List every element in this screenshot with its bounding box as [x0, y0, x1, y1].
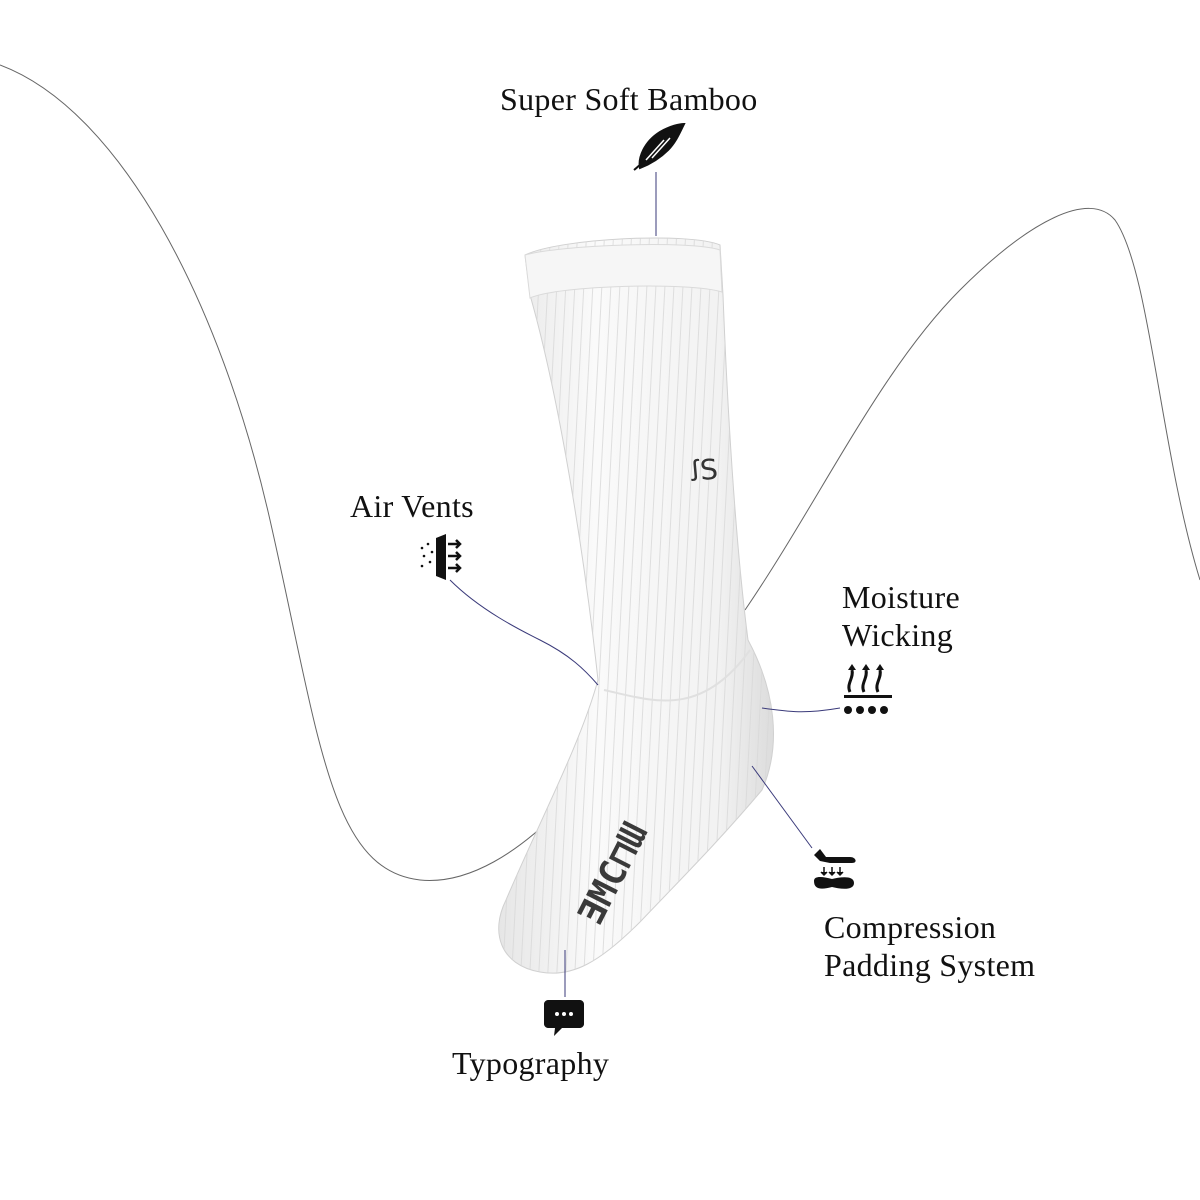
callout-line-air-vents — [449, 579, 599, 686]
feature-label-compression: Compression Padding System — [824, 908, 1035, 984]
feather-icon — [633, 122, 686, 171]
feature-label-moisture: Moisture Wicking — [842, 578, 960, 654]
background-curve-right — [744, 207, 1200, 611]
callout-line-compression — [751, 765, 813, 849]
compression-pad-icon — [814, 849, 856, 889]
air-vent-icon — [420, 534, 462, 580]
feature-label-typography: Typography — [452, 1045, 610, 1081]
feature-label-bamboo: Super Soft Bamboo — [500, 81, 758, 117]
sock-image: ꭍS ƎMC⊓Ɯ — [498, 237, 774, 974]
callout-line-moisture — [761, 707, 841, 713]
sock-logo: ꭍS — [689, 453, 720, 488]
speech-bubble-icon — [544, 1000, 584, 1036]
background-curve — [0, 64, 561, 881]
feature-label-moisture-line2: Wicking — [842, 617, 954, 653]
moisture-wicking-icon — [844, 664, 892, 714]
feature-label-compression-line2: Padding System — [824, 947, 1036, 983]
feature-label-moisture-line1: Moisture — [842, 579, 960, 615]
feature-label-air-vents: Air Vents — [350, 488, 474, 524]
feature-label-compression-line1: Compression — [824, 909, 997, 945]
